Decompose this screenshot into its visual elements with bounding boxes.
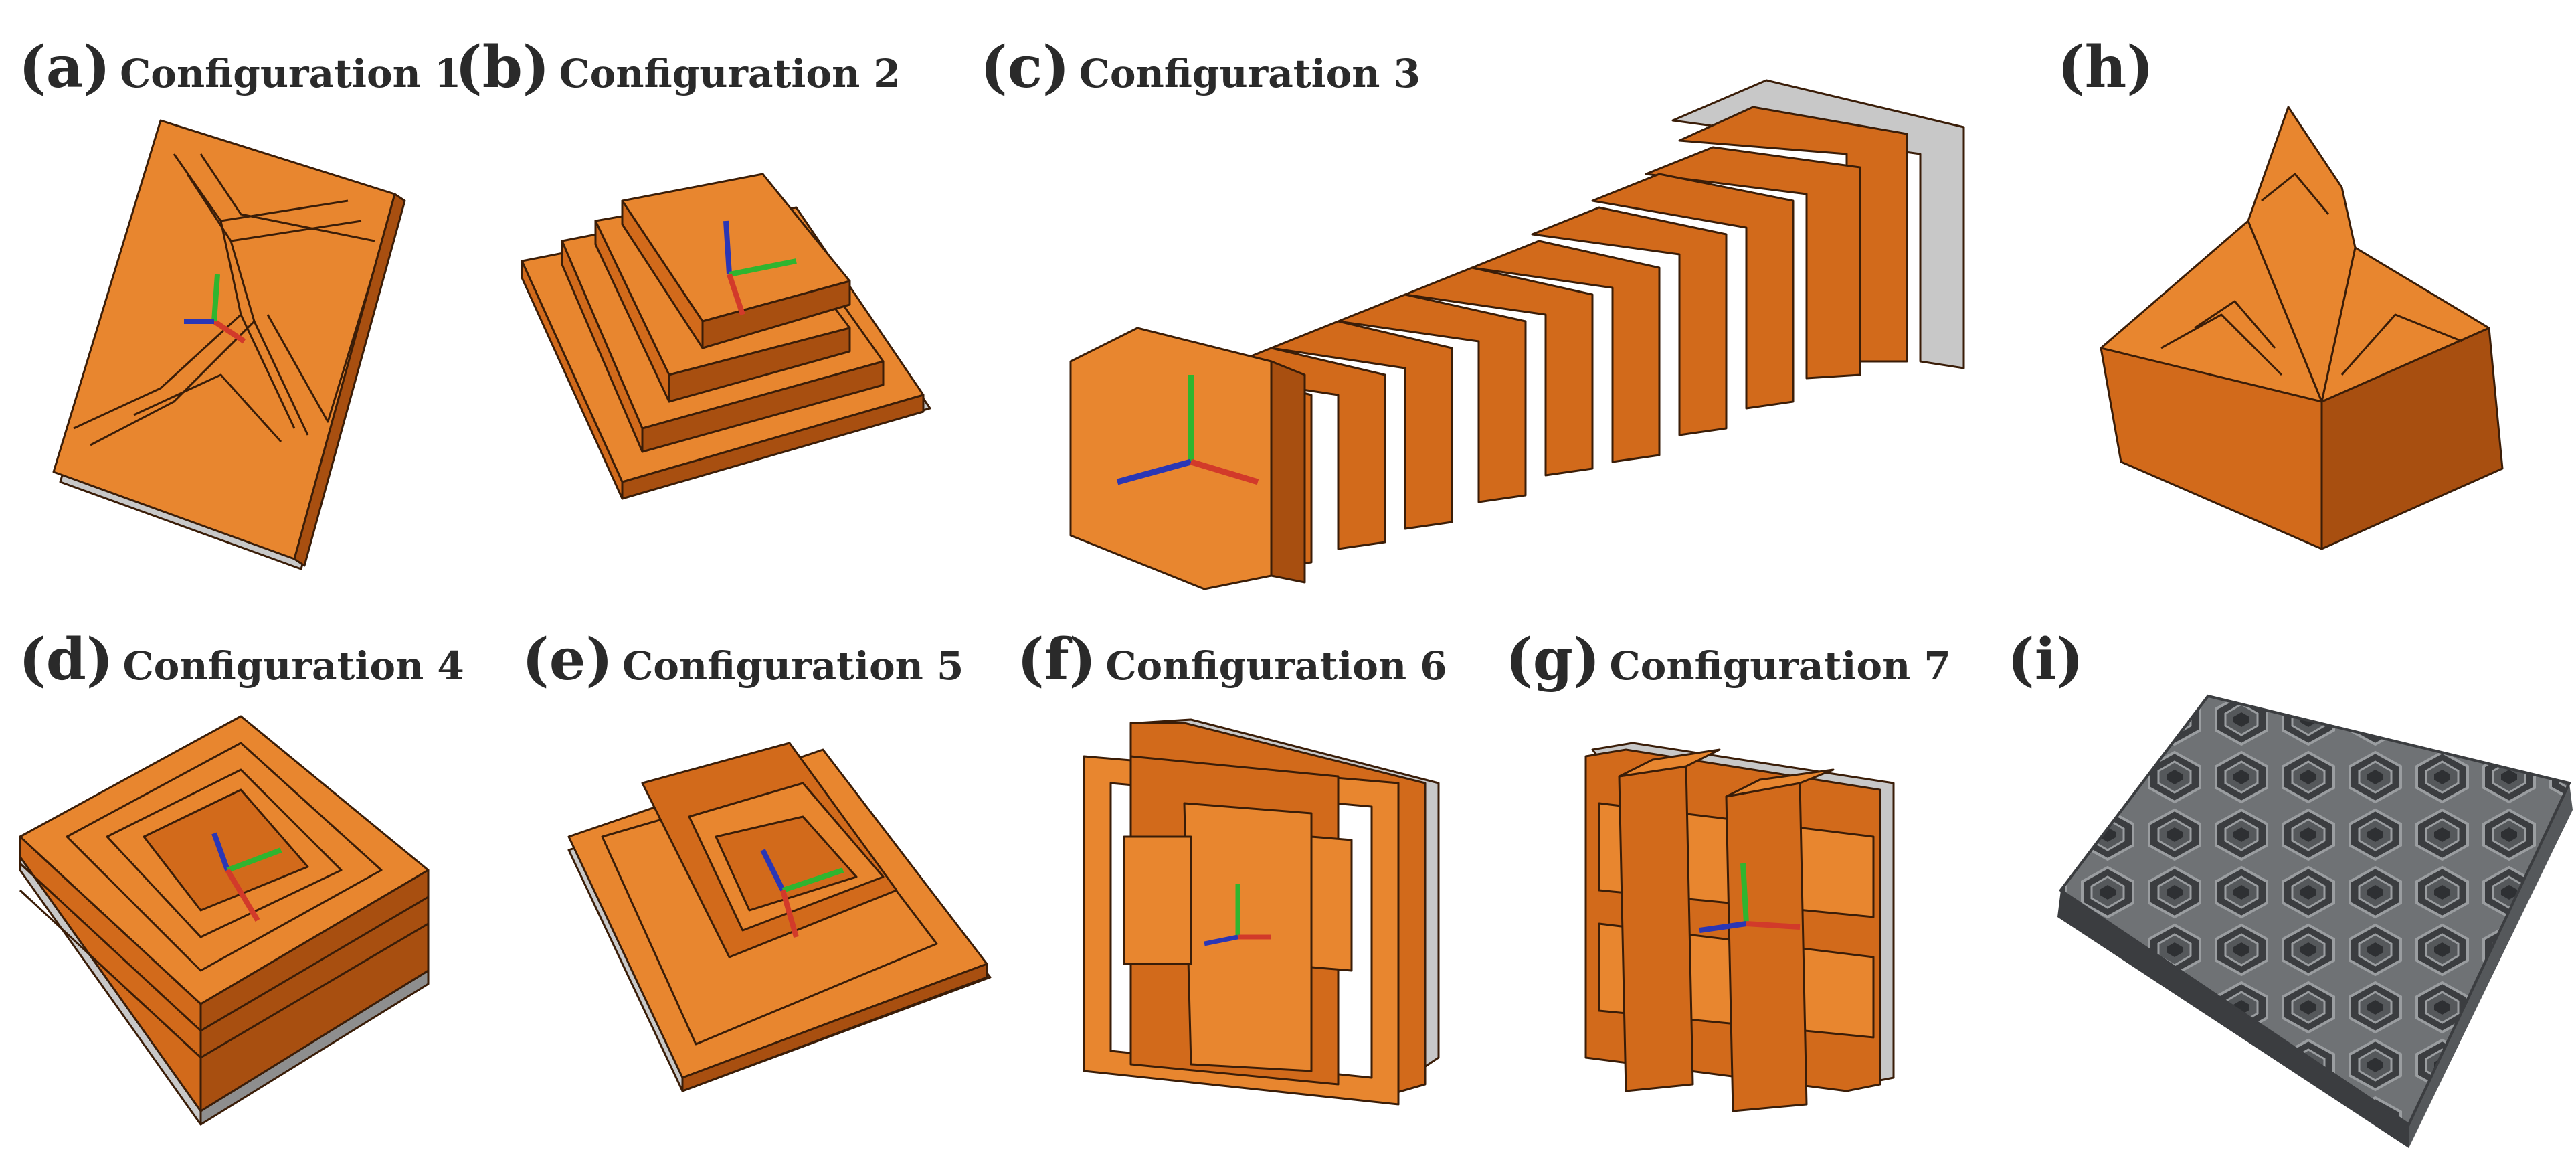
config7-vertical-bar <box>1618 765 1694 1092</box>
config3-slab <box>1270 320 1453 530</box>
config5-axis-u <box>780 889 799 938</box>
panel-letter-b: (b) <box>455 33 550 101</box>
config2-axis-v <box>729 258 797 277</box>
panel-label-a: (a)Configuration 1 <box>19 33 461 101</box>
parth-step <box>2340 313 2463 376</box>
panel-letter-d: (d) <box>19 626 114 693</box>
config1-ridge <box>73 313 242 430</box>
panel-label-d: (d)Configuration 4 <box>19 626 464 693</box>
panel-letter-g: (g) <box>1505 626 1600 693</box>
config1-ridge <box>199 153 375 242</box>
parti-side <box>2057 890 2409 1148</box>
drawing-config-7 <box>1584 742 1895 1112</box>
drawing-part-h <box>2100 106 2504 550</box>
config2-axis-w <box>723 220 732 275</box>
config1-ridge <box>133 373 282 443</box>
config4-layer-line <box>200 922 429 1059</box>
drawing-config-5 <box>567 742 992 1092</box>
config5-plate-side <box>681 963 988 1092</box>
config5-axis-w <box>760 849 786 892</box>
panel-label-i: (i) <box>2007 626 2084 693</box>
panel-caption-c: Configuration 3 <box>1079 51 1421 96</box>
config5-layer <box>715 815 858 912</box>
panel-label-b: (b)Configuration 2 <box>455 33 901 101</box>
config2-layer-1-side <box>621 394 925 500</box>
panel-caption-g: Configuration 7 <box>1609 643 1951 689</box>
parti-hex-lattice <box>2059 694 2571 1127</box>
config6-side-block <box>1310 835 1353 972</box>
parth-top-middle <box>2247 106 2357 403</box>
panel-label-g: (g)Configuration 7 <box>1505 626 1951 693</box>
drawing-config-4 <box>19 715 430 1126</box>
config3-front-slab-side <box>1270 360 1306 584</box>
config1-ridge <box>90 320 256 446</box>
panel-letter-i: (i) <box>2007 626 2084 693</box>
config4-layer-line <box>19 862 202 1032</box>
config1-plate-side <box>293 193 406 567</box>
panel-label-f: (f)Configuration 6 <box>1017 626 1447 693</box>
config3-slab <box>1203 347 1386 550</box>
config4-ring <box>106 768 343 938</box>
parth-step <box>2160 313 2283 376</box>
panel-letter-a: (a) <box>19 33 111 101</box>
panel-label-c: (c)Configuration 3 <box>980 33 1420 101</box>
panel-caption-d: Configuration 4 <box>122 643 464 689</box>
config4-axis-v <box>226 847 282 873</box>
config3-slab <box>1471 240 1661 463</box>
config3-axis-u <box>1190 458 1259 485</box>
config2-layer-2-front <box>561 240 644 453</box>
drawing-config-3 <box>1069 79 1965 590</box>
config3-slab <box>1531 206 1728 436</box>
parti-side <box>2409 783 2573 1148</box>
config4-layer-line <box>200 896 429 1032</box>
panel-label-e: (e)Configuration 5 <box>522 626 963 693</box>
panel-caption-f: Configuration 6 <box>1105 643 1447 689</box>
config4-axis-u <box>225 868 260 922</box>
config3-slab <box>1645 146 1861 380</box>
config2-layer-3-front <box>594 220 670 403</box>
config7-vertical-bar <box>1725 782 1808 1112</box>
panel-letter-f: (f) <box>1017 626 1097 693</box>
config4-layer-line <box>19 889 202 1059</box>
config5-axis-v <box>781 867 844 893</box>
config7-axis-v <box>1740 863 1749 924</box>
panel-letter-h: (h) <box>2057 33 2154 101</box>
drawing-config-6 <box>1083 718 1440 1106</box>
panel-letter-c: (c) <box>980 33 1070 101</box>
panel-caption-a: Configuration 1 <box>120 51 462 96</box>
panel-caption-e: Configuration 5 <box>622 643 964 689</box>
config3-slab <box>1591 173 1795 410</box>
config6-axis-w <box>1204 934 1238 946</box>
panel-label-h: (h) <box>2057 33 2154 101</box>
config7-vertical-bar-top <box>1725 768 1835 798</box>
config1-axis-v <box>211 274 220 322</box>
panel-letter-e: (e) <box>522 626 614 693</box>
config4-axis-w <box>211 832 230 871</box>
drawing-config-1 <box>52 119 406 570</box>
panel-caption-b: Configuration 2 <box>559 51 901 96</box>
parth-step <box>2194 300 2276 349</box>
config3-slab <box>1404 266 1594 477</box>
config1-axis-u <box>212 319 246 344</box>
config1-ridge <box>266 267 376 423</box>
config2-layer-4-front <box>621 199 704 349</box>
photo-printed-part-i <box>2057 694 2573 1148</box>
config3-axis-w <box>1116 458 1192 485</box>
config3-slab <box>1337 293 1527 503</box>
config4-ring <box>143 788 309 912</box>
config2-axis-u <box>727 273 745 316</box>
config7-vertical-bar-top <box>1618 748 1721 778</box>
config3-front-slab <box>1069 327 1273 590</box>
config7-axis-u <box>1746 921 1801 930</box>
config6-side-block <box>1123 835 1192 965</box>
drawing-config-2 <box>521 173 931 500</box>
config4-ring <box>66 742 383 972</box>
parth-step <box>2261 173 2330 215</box>
config7-axis-w <box>1699 921 1747 933</box>
